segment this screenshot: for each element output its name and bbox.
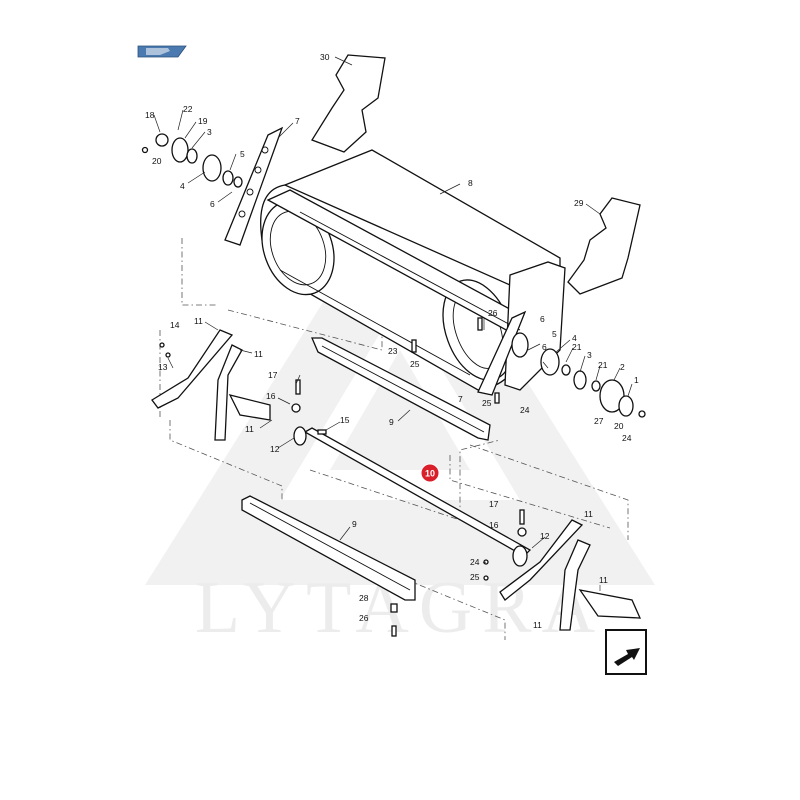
callout-3: 3 xyxy=(207,127,212,137)
callout-22: 22 xyxy=(183,104,193,114)
callout-25: 25 xyxy=(470,572,480,582)
part-9-rail-lower[interactable] xyxy=(241,495,416,601)
part-29-shield[interactable] xyxy=(567,197,641,295)
callout-4: 4 xyxy=(572,333,577,343)
part-7-strip-right[interactable] xyxy=(477,310,527,396)
callout-11: 11 xyxy=(599,575,608,585)
callout-19: 19 xyxy=(198,116,208,126)
callout-24: 24 xyxy=(622,433,632,443)
leader-lines xyxy=(153,56,633,564)
callout-21: 21 xyxy=(598,360,608,370)
callout-25: 25 xyxy=(410,359,420,369)
part-9-rail-upper[interactable] xyxy=(311,337,491,441)
callout-20: 20 xyxy=(614,421,624,431)
callout-17: 17 xyxy=(268,370,278,380)
callout-2: 2 xyxy=(620,362,625,372)
callout-8: 8 xyxy=(468,178,473,188)
callout-11: 11 xyxy=(533,620,542,630)
callout-11: 11 xyxy=(194,316,203,326)
callout-14: 14 xyxy=(170,320,180,330)
callout-29: 29 xyxy=(574,198,584,208)
back-arrow-icon[interactable] xyxy=(137,45,187,58)
callout-6: 6 xyxy=(210,199,215,209)
part-30-shield[interactable] xyxy=(311,54,386,153)
right-brackets[interactable] xyxy=(499,519,642,631)
callout-24: 24 xyxy=(520,405,530,415)
callout-6: 6 xyxy=(542,342,547,352)
part-10-shaft[interactable] xyxy=(293,426,532,567)
callout-11: 11 xyxy=(254,349,263,359)
callout-9: 9 xyxy=(389,417,394,427)
callout-5: 5 xyxy=(240,149,245,159)
callout-11: 11 xyxy=(245,424,254,434)
left-brackets[interactable] xyxy=(151,329,271,441)
hardware-bolts xyxy=(291,317,527,637)
callout-9: 9 xyxy=(352,519,357,529)
right-bearing-stack[interactable] xyxy=(511,332,646,418)
callout-12: 12 xyxy=(270,444,280,454)
part-10-highlight-label: 10 xyxy=(425,469,435,479)
callout-26: 26 xyxy=(359,613,369,623)
left-bearing-stack[interactable] xyxy=(141,133,243,188)
callout-26: 26 xyxy=(488,308,498,318)
callout-25: 25 xyxy=(482,398,492,408)
callout-23: 23 xyxy=(388,346,398,356)
callout-24: 24 xyxy=(470,557,480,567)
callout-15: 15 xyxy=(340,415,350,425)
part-7-strip-left[interactable] xyxy=(224,126,284,246)
callout-12: 12 xyxy=(540,531,550,541)
callout-1: 1 xyxy=(634,375,639,385)
callout-20: 20 xyxy=(152,156,162,166)
callout-4: 4 xyxy=(180,181,185,191)
callout-labels: 30 7 18 22 19 3 20 5 4 6 8 29 26 6 5 4 2… xyxy=(145,52,639,630)
callout-6: 6 xyxy=(540,314,545,324)
callout-13: 13 xyxy=(158,362,168,372)
callout-21: 21 xyxy=(572,342,582,352)
callout-18: 18 xyxy=(145,110,155,120)
callout-7: 7 xyxy=(295,116,300,126)
callout-5: 5 xyxy=(552,329,557,339)
callout-3: 3 xyxy=(587,350,592,360)
callout-16: 16 xyxy=(489,520,499,530)
callout-17: 17 xyxy=(489,499,499,509)
next-arrow-icon[interactable] xyxy=(605,629,647,675)
callout-11: 11 xyxy=(584,509,593,519)
callout-30: 30 xyxy=(320,52,330,62)
callout-28: 28 xyxy=(359,593,369,603)
part-10-highlight-badge[interactable]: 10 xyxy=(420,463,440,483)
callout-16: 16 xyxy=(266,391,276,401)
callout-27: 27 xyxy=(594,416,604,426)
callout-7: 7 xyxy=(458,394,463,404)
